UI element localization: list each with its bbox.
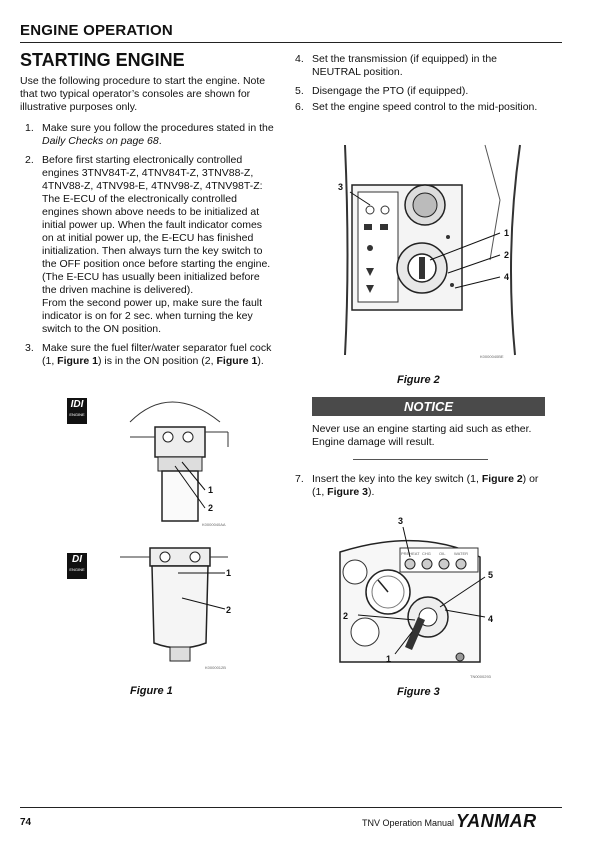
- step-number: 2.: [25, 154, 34, 166]
- callout-label: 2: [208, 503, 213, 513]
- header-rule: [20, 42, 562, 43]
- step-item: 6.Set the engine speed control to the mi…: [295, 101, 538, 113]
- cross-reference-link[interactable]: Daily Checks on page 68: [42, 135, 159, 147]
- callout-label: 5: [488, 570, 493, 580]
- panel-button-label: WATER: [454, 551, 468, 556]
- callout-label: 3: [338, 182, 343, 192]
- callout-label: 2: [343, 611, 348, 621]
- callout-label: 1: [386, 654, 391, 664]
- page-title: STARTING ENGINE: [20, 50, 185, 70]
- figure-code: K0000040AA: [202, 522, 226, 527]
- figure-3-illustration: PREHEAT CHG OIL WATER 3 5 2 4 1 TN000029…: [339, 516, 493, 679]
- figure-code: TN0000293: [470, 674, 492, 679]
- step-item: 1. Make sure you follow the procedures s…: [25, 122, 274, 147]
- figure-1b-illustration: 1 2 K0000012B: [120, 547, 231, 670]
- figure-code: K0000040BE: [480, 354, 504, 359]
- figure-code: K0000012B: [205, 665, 226, 670]
- steps-right: 4.Set the transmission (if equipped) in …: [290, 53, 545, 114]
- manual-title: TNV Operation Manual: [362, 818, 455, 828]
- figure-1a-illustration: 1 2 K0000040AA: [129, 401, 229, 527]
- callout-label: 1: [226, 568, 231, 578]
- left-column: Use the following procedure to start the…: [20, 75, 275, 374]
- figure-3-caption: Figure 3: [397, 686, 440, 698]
- step-item: 2. Before first starting electronically …: [25, 154, 271, 335]
- step-item: 3. Make sure the fuel filter/water separ…: [25, 342, 272, 367]
- notice-rule: [353, 459, 488, 460]
- callout-label: 3: [398, 516, 403, 526]
- callout-label: 2: [504, 250, 509, 260]
- callout-label: 1: [504, 228, 509, 238]
- section-title: ENGINE OPERATION: [20, 22, 173, 39]
- step-item: 4.Set the transmission (if equipped) in …: [295, 53, 498, 78]
- step-item: 5.Disengage the PTO (if equipped).: [295, 85, 469, 97]
- step-number: 1.: [25, 122, 34, 134]
- brand-logo: YANMAR: [456, 811, 537, 831]
- footer-rule: [20, 807, 562, 808]
- figure-2-caption: Figure 2: [397, 374, 440, 386]
- right-column: 4.Set the transmission (if equipped) in …: [290, 53, 545, 120]
- figure-2-illustration: 3 1 2 4 K0000040BE: [338, 144, 521, 359]
- panel-button-label: OIL: [439, 551, 446, 556]
- callout-label: 4: [488, 614, 493, 624]
- callout-label: 1: [208, 485, 213, 495]
- figure-1-caption: Figure 1: [130, 685, 173, 697]
- page-number: 74: [20, 817, 32, 828]
- idi-engine-badge: IDI ENGINE: [67, 398, 87, 424]
- step-item: 7. Insert the key into the key switch (1…: [295, 473, 539, 498]
- panel-button-label: PREHEAT: [401, 551, 420, 556]
- steps-left: 1. Make sure you follow the procedures s…: [20, 122, 275, 368]
- notice-text: Never use an engine starting aid such as…: [312, 423, 532, 448]
- step-number: 3.: [25, 342, 34, 354]
- intro-paragraph: Use the following procedure to start the…: [20, 75, 266, 113]
- di-engine-badge: DI ENGINE: [67, 553, 87, 579]
- step-7: 7. Insert the key into the key switch (1…: [290, 473, 548, 505]
- callout-label: 2: [226, 605, 231, 615]
- callout-label: 4: [504, 272, 509, 282]
- notice-banner: NOTICE: [312, 397, 545, 416]
- panel-button-label: CHG: [422, 551, 431, 556]
